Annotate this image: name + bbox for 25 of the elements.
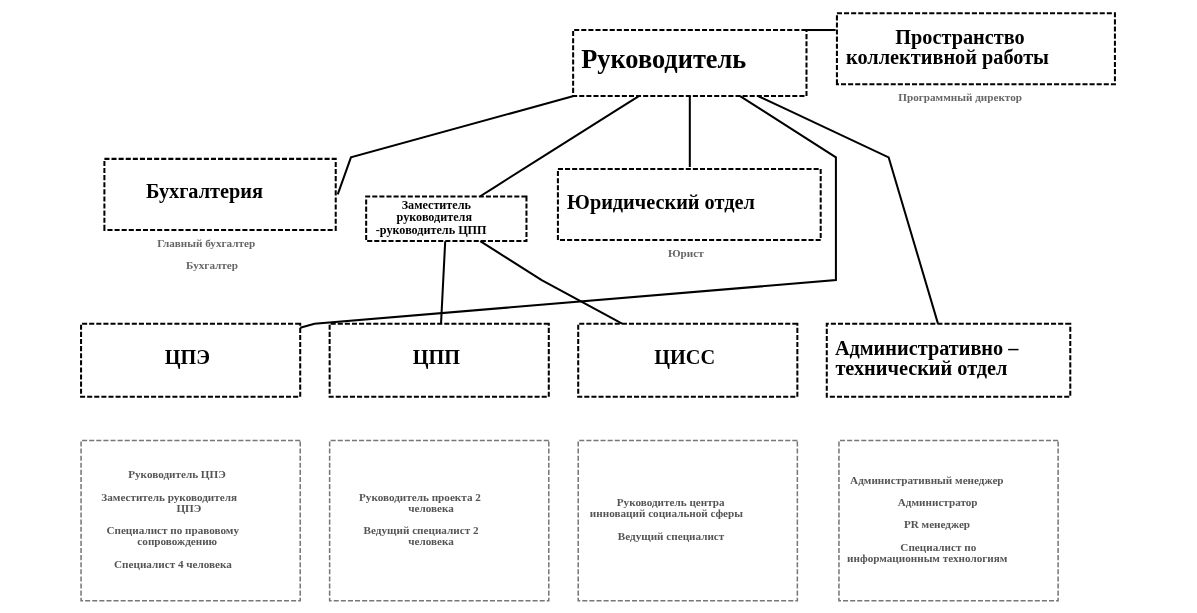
- connector: [479, 95, 640, 198]
- connector: [806, 29, 836, 32]
- node-box: Юридический отдел: [556, 168, 822, 242]
- node-box: ЦПП: [328, 322, 550, 398]
- node-box: Руководитель проекта 2 человека Ведущий специалист 2 человека: [328, 439, 550, 602]
- node-box: Руководитель: [572, 29, 808, 97]
- node-box: Административный менеджер Администратор PR менеджер Специалист по информационным технологиям: [838, 439, 1059, 602]
- node-box: Пространство коллективной работы: [835, 12, 1116, 86]
- node-box: ЦПЭ: [80, 322, 302, 398]
- connector: [479, 240, 623, 325]
- connector: [688, 96, 691, 167]
- node-box: ЦИСС: [577, 322, 799, 398]
- connector: [757, 95, 939, 324]
- node-box: Бухгалтерия: [103, 157, 337, 231]
- node-label: Программный директор: [898, 91, 1022, 104]
- node-label: Бухгалтер: [186, 259, 238, 272]
- node-label: Главный бухгалтер: [157, 236, 256, 249]
- node-box: Руководитель ЦПЭ Заместитель руководителя ЦПЭ Специалист по правовому сопровождению Специалист 4 человека: [80, 439, 301, 602]
- connector: [299, 95, 837, 329]
- connector: [336, 95, 574, 195]
- node-box: Административно – технический отдел: [825, 322, 1072, 398]
- connector: [440, 241, 447, 324]
- node-box: Руководитель центра инноваций социальной сферы Ведущий специалист: [577, 439, 799, 602]
- node-box: Заместитель руководителя -руководитель ЦПП: [365, 195, 528, 243]
- node-label: Юрист: [668, 247, 704, 260]
